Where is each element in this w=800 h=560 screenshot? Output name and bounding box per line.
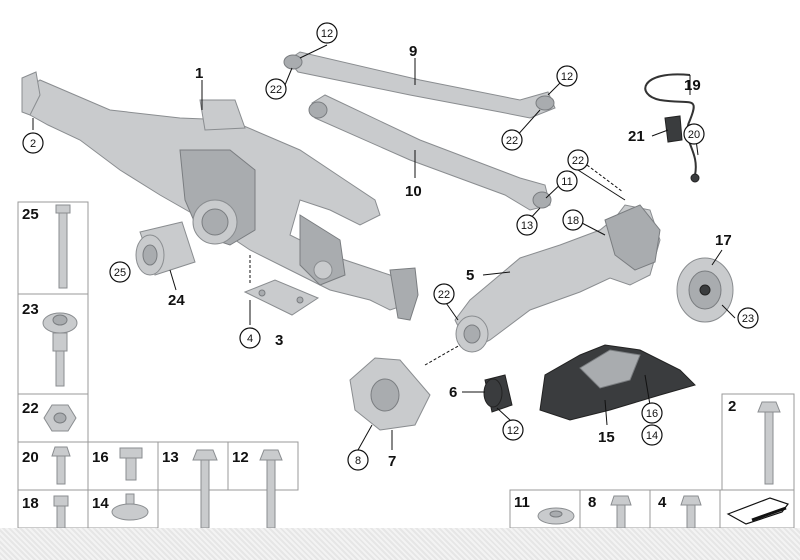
callout-22b: 22 — [506, 135, 518, 147]
callout-11: 11 — [561, 176, 572, 188]
callout-3: 3 — [275, 332, 283, 349]
lower-control-arm[interactable] — [308, 94, 552, 211]
grid-label-14: 14 — [92, 495, 109, 512]
callout-14: 14 — [646, 430, 658, 442]
callout-12b: 12 — [561, 71, 573, 83]
bubble-12b — [556, 65, 578, 87]
grid-label-20: 20 — [22, 449, 39, 466]
callout-19: 19 — [684, 77, 701, 94]
bottom-strip — [0, 528, 800, 560]
bubble-20 — [683, 123, 705, 145]
callout-5: 5 — [466, 267, 474, 284]
trailing-arm[interactable] — [454, 204, 661, 353]
bolt-25[interactable] — [55, 204, 71, 289]
callout-22d: 22 — [438, 289, 450, 301]
callout-18: 18 — [567, 215, 579, 227]
callout-4: 4 — [247, 333, 253, 345]
callout-25: 25 — [114, 267, 126, 279]
bolt-2[interactable] — [757, 401, 781, 485]
callout-20: 20 — [688, 129, 700, 141]
callout-12c: 12 — [507, 425, 519, 437]
callout-6: 6 — [449, 384, 457, 401]
grid-label-8: 8 — [588, 494, 596, 511]
callout-1: 1 — [195, 65, 203, 82]
nut-22[interactable] — [43, 404, 77, 432]
callout-7: 7 — [388, 453, 396, 470]
bubble-22a — [265, 78, 287, 100]
main-callouts: 1 2 3 4 5 6 7 8 9 10 11 12 12 12 13 14 1… — [22, 22, 759, 471]
callout-2: 2 — [30, 138, 36, 150]
grid-label-16: 16 — [92, 449, 109, 466]
bolt-23[interactable] — [42, 312, 78, 387]
bubble-22d — [433, 283, 455, 305]
bubble-13 — [516, 214, 538, 236]
callout-13: 13 — [521, 220, 533, 232]
abs-sensor-cable[interactable] — [644, 73, 700, 183]
bubble-23 — [737, 307, 759, 329]
bubble-12a — [316, 22, 338, 44]
bubble-12c — [502, 419, 524, 441]
grid-label-2: 2 — [728, 398, 736, 415]
bubble-11 — [556, 170, 578, 192]
callout-22c: 22 — [572, 155, 584, 167]
callout-22a: 22 — [270, 84, 282, 96]
mounting-plate[interactable] — [243, 279, 320, 316]
upper-control-arm[interactable] — [283, 51, 556, 119]
rubber-bushing[interactable] — [483, 374, 513, 413]
leader-dash — [424, 344, 461, 366]
bubble-8 — [347, 449, 369, 471]
next-page-arrow-icon[interactable] — [726, 497, 789, 525]
grid-label-18: 18 — [22, 495, 39, 512]
leader-dash — [586, 164, 624, 193]
callout-9: 9 — [409, 43, 417, 60]
rear-axle-carrier[interactable] — [21, 71, 419, 321]
callout-16: 16 — [646, 408, 658, 420]
bubble-18 — [562, 209, 584, 231]
grid-label-11: 11 — [514, 494, 530, 511]
guard-plate[interactable] — [539, 344, 696, 421]
grid-label-25: 25 — [22, 206, 39, 223]
washer-14[interactable] — [111, 493, 149, 521]
bubble-2 — [22, 132, 44, 154]
bubble-22c — [567, 149, 589, 171]
callout-24: 24 — [168, 292, 185, 309]
callout-23: 23 — [742, 313, 754, 325]
bolt-13[interactable] — [192, 449, 218, 529]
bubble-14 — [641, 424, 663, 446]
wheel-hub[interactable] — [676, 257, 734, 323]
rubber-mount[interactable] — [135, 221, 196, 276]
stud-16[interactable] — [119, 447, 143, 481]
callout-10: 10 — [405, 183, 422, 200]
callout-12a: 12 — [321, 28, 333, 40]
callout-15: 15 — [598, 429, 615, 446]
bubble-25 — [109, 261, 131, 283]
grid-label-23: 23 — [22, 301, 39, 318]
bubble-4 — [239, 327, 261, 349]
callout-8: 8 — [355, 455, 361, 467]
callout-17: 17 — [715, 232, 732, 249]
washer-11[interactable] — [537, 507, 575, 525]
callout-21: 21 — [628, 128, 645, 145]
grid-label-4: 4 — [658, 494, 667, 511]
grid-label-12: 12 — [232, 449, 249, 466]
leader-lines — [32, 44, 736, 451]
bubble-22b — [501, 129, 523, 151]
grid-label-22: 22 — [22, 400, 39, 417]
support-bracket[interactable] — [349, 357, 431, 431]
bubble-16 — [641, 402, 663, 424]
bolt-20[interactable] — [51, 446, 71, 485]
grid-label-13: 13 — [162, 449, 179, 466]
